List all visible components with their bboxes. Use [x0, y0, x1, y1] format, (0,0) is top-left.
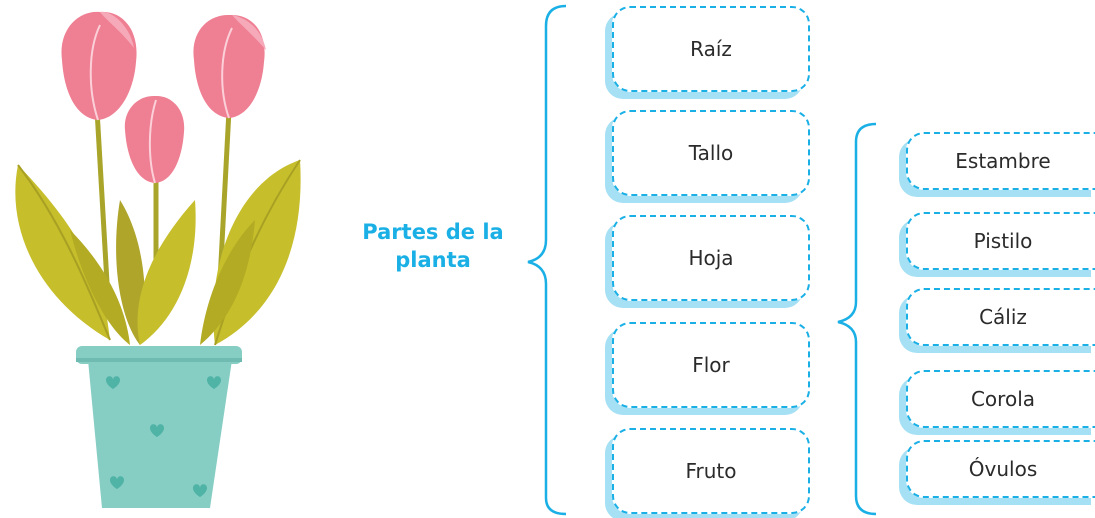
diagram-title: Partes de la planta: [352, 218, 514, 274]
part-box-fruto: Fruto: [612, 428, 810, 514]
flower-part-box-pistilo: Pistilo: [906, 212, 1095, 270]
flower-part-label: Óvulos: [968, 457, 1038, 481]
flower-part-box-ovulos: Óvulos: [906, 440, 1095, 498]
tulip-pot-illustration: [15, 11, 301, 508]
part-label: Fruto: [685, 459, 737, 483]
part-box-tallo: Tallo: [612, 110, 810, 196]
tulip-left: [61, 11, 137, 121]
title-line-1: Partes de la: [362, 220, 504, 244]
flower-part-label: Corola: [970, 387, 1036, 411]
tulip-middle: [124, 95, 185, 184]
leaves: [15, 159, 301, 346]
flower-part-label: Estambre: [955, 149, 1051, 173]
tulip-right: [193, 14, 266, 119]
flower-part-box-estambre: Estambre: [906, 132, 1095, 190]
flower-part-label: Pistilo: [973, 229, 1033, 253]
part-label: Tallo: [688, 141, 734, 165]
part-label: Flor: [692, 353, 730, 377]
flower-part-label: Cáliz: [979, 305, 1027, 329]
title-line-2: planta: [395, 248, 471, 272]
heart-icons: [106, 376, 221, 497]
part-label: Hoja: [688, 246, 734, 270]
part-box-flor: Flor: [612, 322, 810, 408]
flower-part-box-corola: Corola: [906, 370, 1095, 428]
part-label: Raíz: [690, 37, 732, 61]
part-box-raiz: Raíz: [612, 6, 810, 92]
part-box-hoja: Hoja: [612, 215, 810, 301]
flower-part-box-caliz: Cáliz: [906, 288, 1095, 346]
